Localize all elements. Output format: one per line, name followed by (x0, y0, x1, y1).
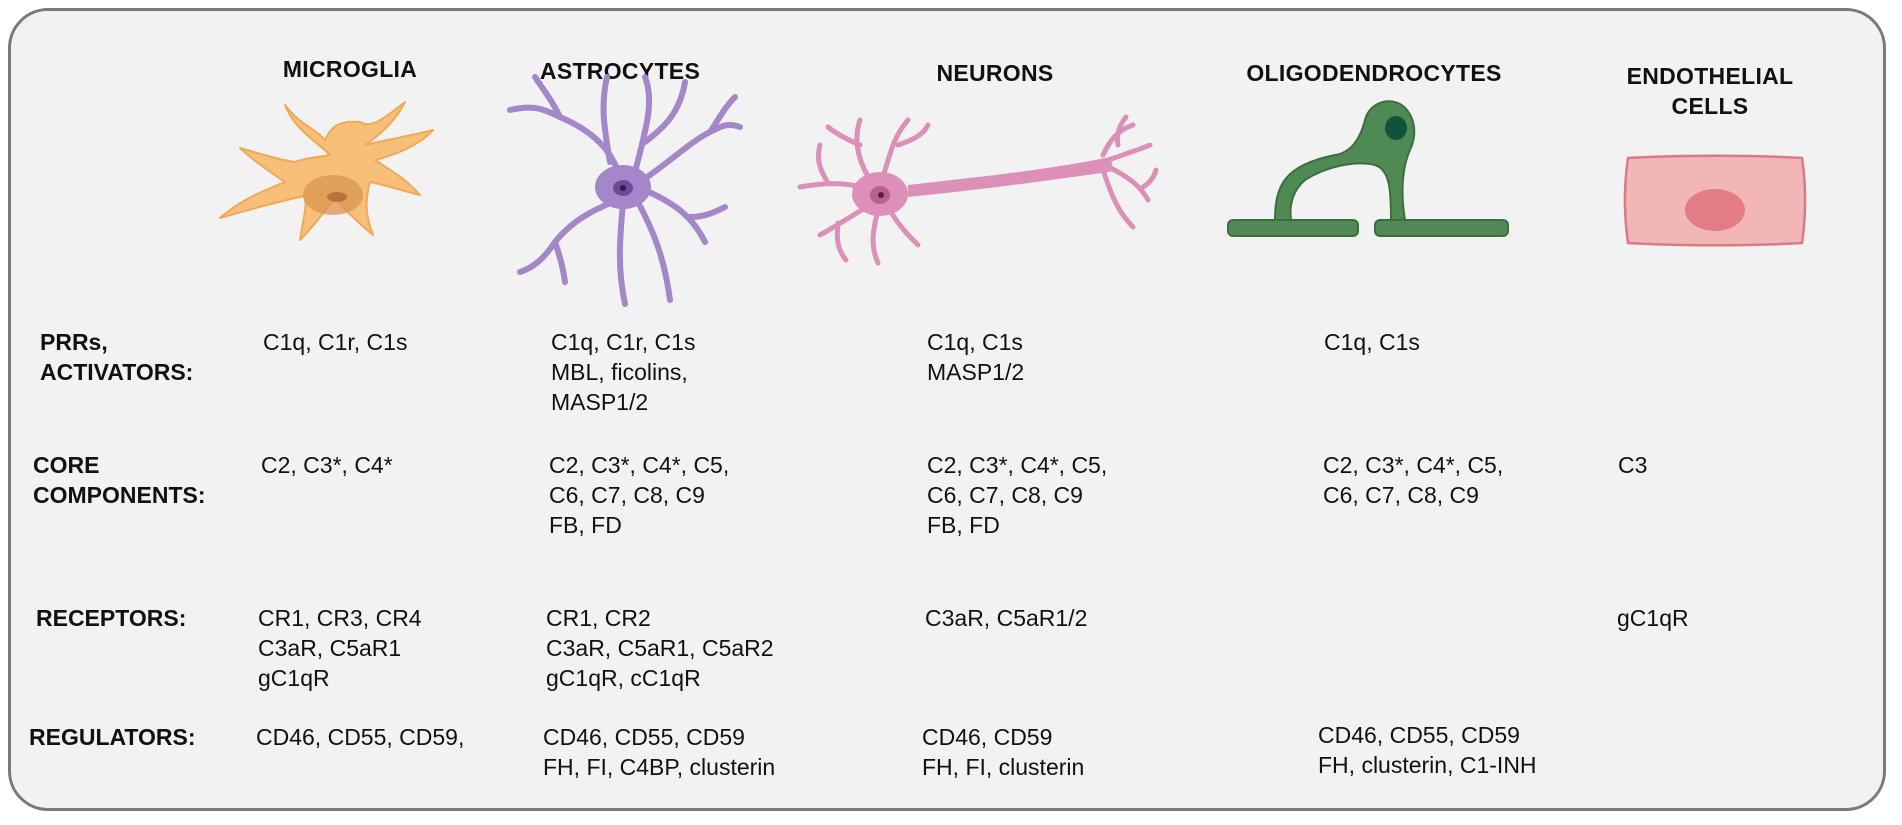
cell-line: MASP1/2 (927, 359, 1025, 385)
cell-line: MBL, ficolins, (551, 359, 688, 385)
cell-line: C1q, C1s (1324, 329, 1420, 355)
cell-receptors-microglia: CR1, CR3, CR4 C3aR, C5aR1 gC1qR (258, 603, 422, 693)
row-label-regulators: REGULATORS: (29, 722, 196, 752)
cell-line: CD46, CD55, CD59 (543, 724, 745, 750)
cell-core-endothelial: C3 (1618, 450, 1647, 480)
cell-line: CD46, CD55, CD59 (1318, 722, 1520, 748)
row-label-receptors: RECEPTORS: (36, 603, 186, 633)
header-line: MICROGLIA (282, 56, 418, 82)
cell-regulators-oligodendrocytes: CD46, CD55, CD59 FH, clusterin, C1-INH (1318, 720, 1537, 780)
cell-line: CR1, CR3, CR4 (258, 605, 422, 631)
header-line: CELLS (1671, 93, 1749, 119)
cell-regulators-astrocytes: CD46, CD55, CD59 FH, FI, C4BP, clusterin (543, 722, 775, 782)
cell-line: gC1qR, cC1qR (546, 665, 701, 691)
cell-regulators-neurons: CD46, CD59 FH, FI, clusterin (922, 722, 1084, 782)
cell-receptors-endothelial: gC1qR (1617, 603, 1689, 633)
row-label-core-components: CORE COMPONENTS: (33, 450, 206, 510)
cell-line: gC1qR (258, 665, 330, 691)
header-line: ENDOTHELIAL (1626, 63, 1794, 89)
cell-line: C3aR, C5aR1/2 (925, 605, 1088, 631)
cell-line: gC1qR (1617, 605, 1689, 631)
cell-line: C1q, C1r, C1s (263, 329, 408, 355)
header-line: NEURONS (936, 60, 1054, 86)
cell-receptors-neurons: C3aR, C5aR1/2 (925, 603, 1087, 633)
cell-prrs-microglia: C1q, C1r, C1s (263, 327, 407, 357)
oligodendrocyte-cell-icon (1227, 100, 1509, 237)
header-neurons: NEURONS (895, 58, 1095, 88)
cell-line: MASP1/2 (551, 389, 649, 415)
cell-line: FH, clusterin, C1-INH (1318, 752, 1537, 778)
cell-line: FB, FD (549, 512, 622, 538)
cell-line: C6, C7, C8, C9 (927, 482, 1083, 508)
row-label-line: PRRs, (40, 329, 108, 355)
cell-line: C1q, C1s (927, 329, 1023, 355)
header-endothelial: ENDOTHELIAL CELLS (1600, 61, 1820, 121)
cell-line: FB, FD (927, 512, 1000, 538)
cell-core-astrocytes: C2, C3*, C4*, C5, C6, C7, C8, C9 FB, FD (549, 450, 729, 540)
cell-line: C3aR, C5aR1, C5aR2 (546, 635, 774, 661)
header-line: OLIGODENDROCYTES (1246, 60, 1502, 86)
row-label-prrs-activators: PRRs, ACTIVATORS: (40, 327, 193, 387)
cell-line: C2, C3*, C4*, C5, (549, 452, 730, 478)
cell-prrs-neurons: C1q, C1s MASP1/2 (927, 327, 1024, 387)
cell-line: C2, C3*, C4* (261, 452, 393, 478)
cell-line: FH, FI, C4BP, clusterin (543, 754, 776, 780)
row-label-line: RECEPTORS: (36, 605, 187, 631)
cell-line: C3 (1618, 452, 1648, 478)
header-oligodendrocytes: OLIGODENDROCYTES (1214, 58, 1534, 88)
cell-receptors-astrocytes: CR1, CR2 C3aR, C5aR1, C5aR2 gC1qR, cC1qR (546, 603, 774, 693)
header-microglia: MICROGLIA (250, 54, 450, 84)
cell-line: C1q, C1r, C1s (551, 329, 696, 355)
cell-line: CD46, CD59 (922, 724, 1053, 750)
cell-core-neurons: C2, C3*, C4*, C5, C6, C7, C8, C9 FB, FD (927, 450, 1107, 540)
microglia-cell-icon (219, 101, 434, 241)
row-label-line: REGULATORS: (29, 724, 196, 750)
row-label-line: CORE (33, 452, 100, 478)
cell-line: C3aR, C5aR1 (258, 635, 402, 661)
cell-core-oligodendrocytes: C2, C3*, C4*, C5, C6, C7, C8, C9 (1323, 450, 1503, 510)
cell-line: CR1, CR2 (546, 605, 651, 631)
cell-prrs-astrocytes: C1q, C1r, C1s MBL, ficolins, MASP1/2 (551, 327, 695, 417)
cell-line: C6, C7, C8, C9 (549, 482, 705, 508)
cell-prrs-oligodendrocytes: C1q, C1s (1324, 327, 1420, 357)
row-label-line: ACTIVATORS: (40, 359, 194, 385)
neuron-cell-icon (797, 114, 1159, 266)
row-label-line: COMPONENTS: (33, 482, 206, 508)
cell-line: C2, C3*, C4*, C5, (927, 452, 1108, 478)
cell-line: C2, C3*, C4*, C5, (1323, 452, 1504, 478)
cell-line: C6, C7, C8, C9 (1323, 482, 1479, 508)
header-astrocytes: ASTROCYTES (520, 56, 720, 86)
cell-core-microglia: C2, C3*, C4* (261, 450, 393, 480)
endothelial-cell-icon (1623, 154, 1807, 247)
cell-line: FH, FI, clusterin (922, 754, 1085, 780)
header-line: ASTROCYTES (539, 58, 701, 84)
astrocyte-cell-icon (507, 74, 743, 307)
cell-line: CD46, CD55, CD59, (256, 724, 465, 750)
cell-regulators-microglia: CD46, CD55, CD59, (256, 722, 464, 752)
